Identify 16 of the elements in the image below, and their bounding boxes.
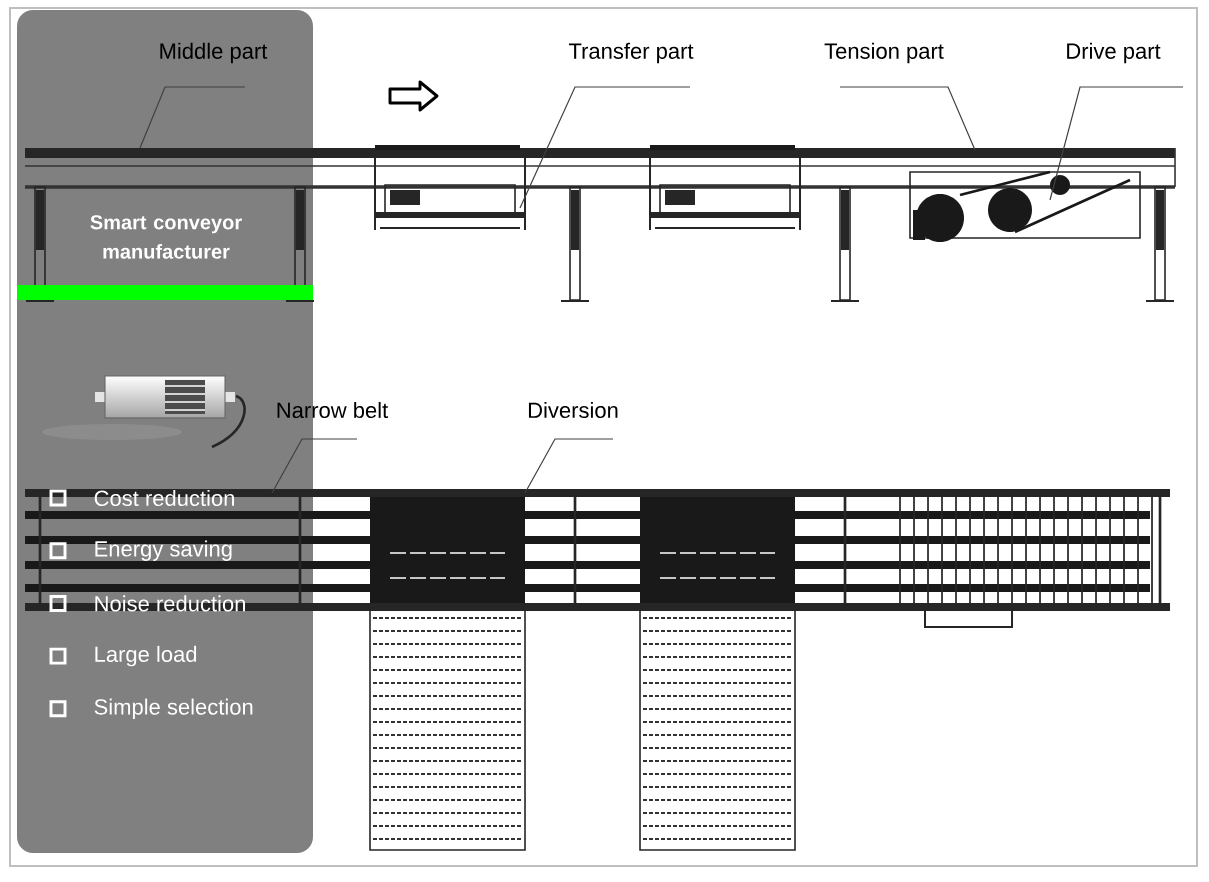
tagline: Smart conveyor manufacturer	[90, 215, 242, 259]
part-label: Transfer part	[568, 42, 694, 64]
part-label: Tension part	[824, 42, 944, 64]
feature-item: Simple selection	[94, 698, 253, 720]
part-label: Drive part	[1067, 42, 1161, 64]
leader-line	[839, 86, 976, 151]
part-label: Diversion	[528, 401, 618, 419]
leader-line	[1049, 86, 1184, 201]
leader-line	[139, 86, 246, 149]
part-label: Middle part	[160, 42, 268, 64]
leader-line	[524, 438, 614, 494]
leader-line	[271, 438, 358, 494]
feature-item: Energy saving	[95, 540, 232, 561]
leader-line	[519, 86, 691, 209]
feature-item: Large load	[95, 645, 197, 667]
feature-item: Noise reduction	[95, 595, 245, 612]
